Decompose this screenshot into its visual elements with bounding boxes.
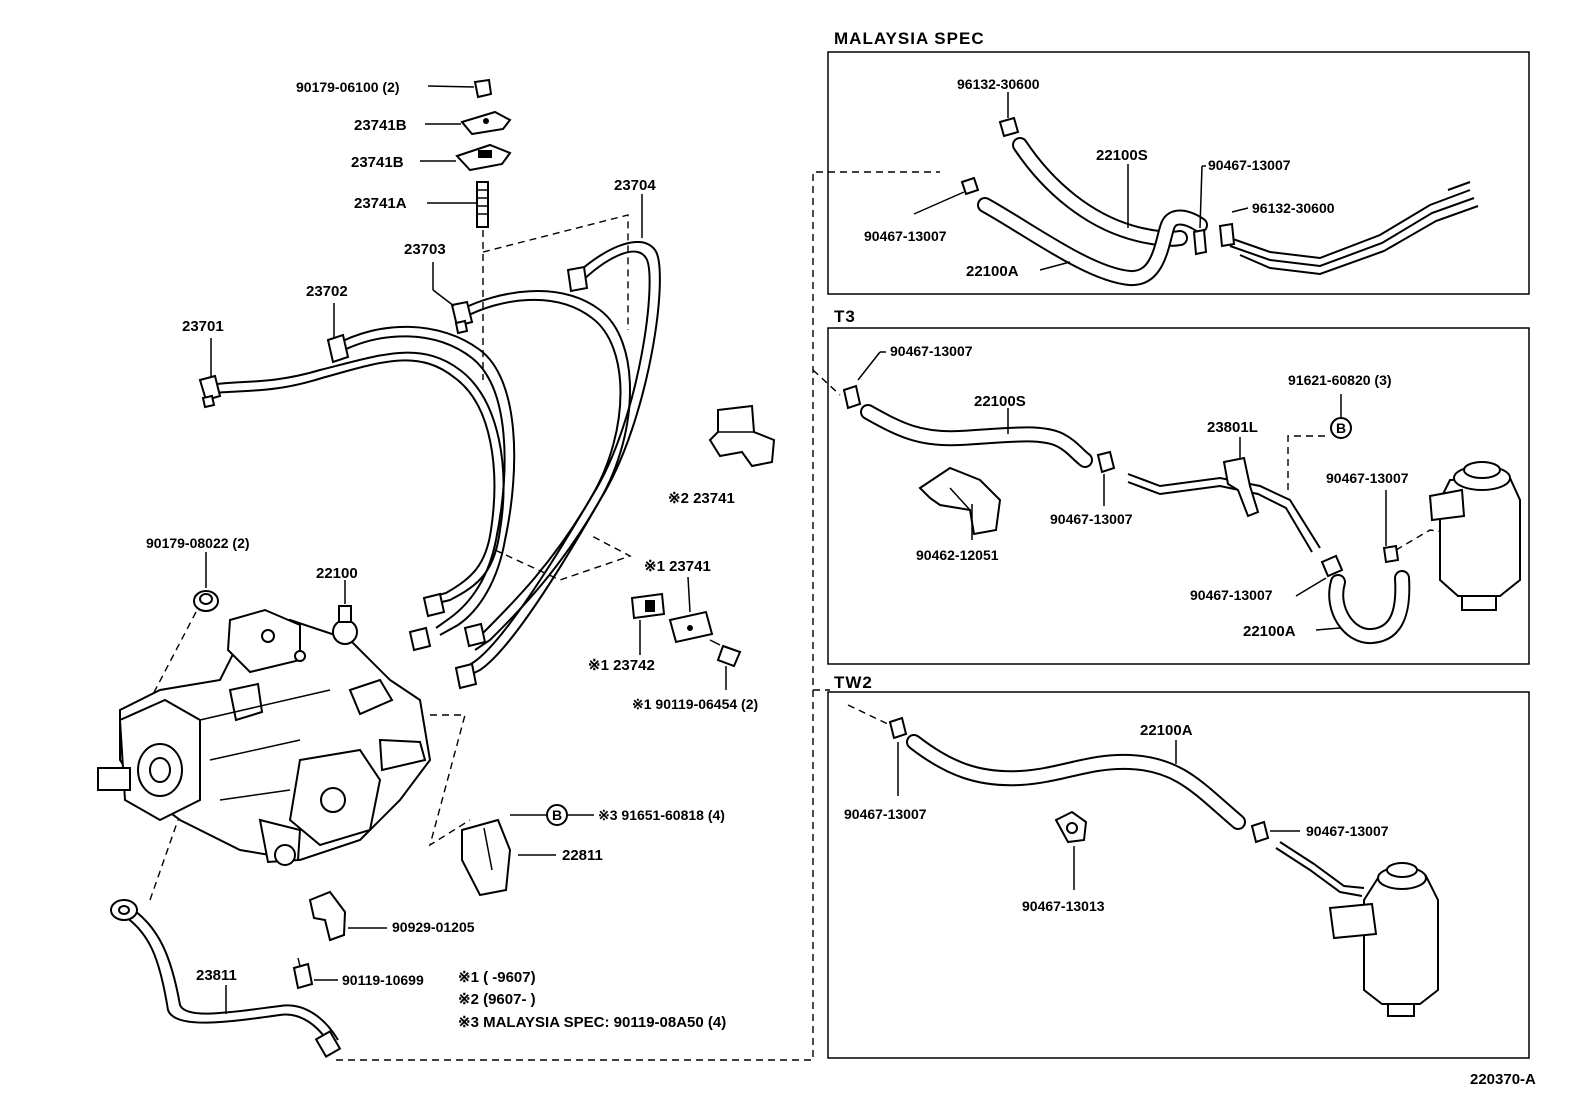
clip-96132-30600-a xyxy=(998,116,1020,138)
note-x3: ※3 MALAYSIA SPEC: 90119-08A50 (4) xyxy=(458,1014,726,1031)
label-90467-13013: 90467-13013 xyxy=(1022,898,1105,914)
label-23701: 23701 xyxy=(182,318,224,335)
section-t3: T3 xyxy=(834,307,856,326)
label-90179-08022: 90179-08022 (2) xyxy=(146,535,250,551)
label-90467-13007-t-d: 90467-13007 xyxy=(1190,587,1273,603)
nut-90179-06100 xyxy=(473,78,493,99)
stud-23741a xyxy=(476,181,489,228)
clamp-90467-13007-t-c xyxy=(1382,544,1400,564)
section-tw2: TW2 xyxy=(834,673,873,692)
note-x2: ※2 (9607- ) xyxy=(458,991,536,1008)
label-23703: 23703 xyxy=(404,241,446,258)
label-91621-60820: 91621-60820 (3) xyxy=(1288,372,1392,388)
label-22100a-t3: 22100A xyxy=(1243,623,1296,640)
clamp-90467-13007-m-b xyxy=(1192,228,1208,256)
hose-22100s-t3 xyxy=(860,404,1093,468)
marker-b-circle-left xyxy=(546,804,568,826)
label-90929-01205: 90929-01205 xyxy=(392,919,475,935)
label-22811: 22811 xyxy=(562,847,603,864)
label-90467-13007-m-b: 90467-13007 xyxy=(1208,157,1291,173)
label-23801l: 23801L xyxy=(1207,419,1258,436)
fuel-line-tw2 xyxy=(1275,841,1365,897)
section-malaysia-spec: MALAYSIA SPEC xyxy=(834,29,985,48)
clip-96132-30600-b xyxy=(1218,222,1236,248)
hose-22100a-t3 xyxy=(1328,570,1411,644)
label-23741-x2: ※2 23741 xyxy=(668,490,735,507)
label-90467-13007-w-a: 90467-13007 xyxy=(844,806,927,822)
label-23741b-lower: 23741B xyxy=(351,154,404,171)
clamp-90467-13007-t-b xyxy=(1096,450,1116,474)
clamp-90467-13007-t-d xyxy=(1320,554,1344,578)
label-23741b-upper: 23741B xyxy=(354,117,407,134)
label-23741-x1: ※1 23741 xyxy=(644,558,711,575)
diagram-id: 220370-A xyxy=(1470,1071,1536,1088)
label-90179-06100: 90179-06100 (2) xyxy=(296,79,400,95)
bolt-90119-10699 xyxy=(292,957,314,990)
box-tw2 xyxy=(827,691,1530,1059)
injection-pump-22100 xyxy=(97,605,432,866)
label-90119-10699: 90119-10699 xyxy=(342,972,424,988)
marker-b-left: B xyxy=(552,807,562,823)
label-90467-13007-t-b: 90467-13007 xyxy=(1050,511,1133,527)
pipe-23811 xyxy=(110,899,342,1059)
label-90467-13007-w-b: 90467-13007 xyxy=(1306,823,1389,839)
clamp-23741b-upper xyxy=(460,110,512,136)
bolt-90119-06454 xyxy=(709,639,742,668)
box-malaysia-spec xyxy=(827,51,1530,295)
bracket-22811 xyxy=(461,818,512,897)
clamp-90467-13007-w-a xyxy=(888,716,908,740)
clamp-90467-13007-m-a xyxy=(960,176,980,196)
clamp-23741b-lower xyxy=(455,143,512,172)
label-22100s-t3: 22100S xyxy=(974,393,1026,410)
pipe-23801l xyxy=(1127,456,1321,553)
hose-22100a-malaysia xyxy=(977,197,1208,286)
label-23742-x1: ※1 23742 xyxy=(588,657,655,674)
hose-22100a-tw2 xyxy=(906,734,1246,830)
box-t3 xyxy=(827,327,1530,665)
fuel-filter-t3 xyxy=(1428,461,1521,611)
injection-pipes xyxy=(198,240,661,690)
label-22100s-malaysia: 22100S xyxy=(1096,147,1148,164)
label-91651-60818: ※3 91651-60818 (4) xyxy=(598,807,725,823)
label-90467-13007-t-c: 90467-13007 xyxy=(1326,470,1409,486)
label-23704: 23704 xyxy=(614,177,656,194)
clamp-90929-01205 xyxy=(308,890,347,942)
fuel-filter-tw2 xyxy=(1328,862,1439,1017)
clamp-90462-12051 xyxy=(918,466,1002,536)
label-90467-13007-m-a: 90467-13007 xyxy=(864,228,947,244)
marker-b-right: B xyxy=(1336,420,1346,436)
label-22100a-malaysia: 22100A xyxy=(966,263,1019,280)
clamp-90467-13007-t-a xyxy=(842,384,862,410)
label-22100a-tw2: 22100A xyxy=(1140,722,1193,739)
clamp-90467-13013 xyxy=(1054,810,1088,844)
fuel-lines-malaysia xyxy=(1229,181,1479,276)
clamp-90467-13007-w-b xyxy=(1250,820,1270,844)
label-96132-30600-b: 96132-30600 xyxy=(1252,200,1335,216)
label-22100: 22100 xyxy=(316,565,358,582)
cushion-23742-x1 xyxy=(630,592,666,620)
note-x1: ※1 ( -9607) xyxy=(458,969,536,986)
label-90119-06454: ※1 90119-06454 (2) xyxy=(632,696,758,712)
clamp-23741-x2 xyxy=(708,404,776,468)
label-90462-12051: 90462-12051 xyxy=(916,547,999,563)
label-96132-30600-a: 96132-30600 xyxy=(957,76,1040,92)
label-23702: 23702 xyxy=(306,283,348,300)
label-23811: 23811 xyxy=(196,967,237,984)
nut-90179-08022 xyxy=(193,590,219,612)
label-23741a: 23741A xyxy=(354,195,407,212)
clamp-23741-x1 xyxy=(668,610,714,644)
label-90467-13007-t-a: 90467-13007 xyxy=(890,343,973,359)
